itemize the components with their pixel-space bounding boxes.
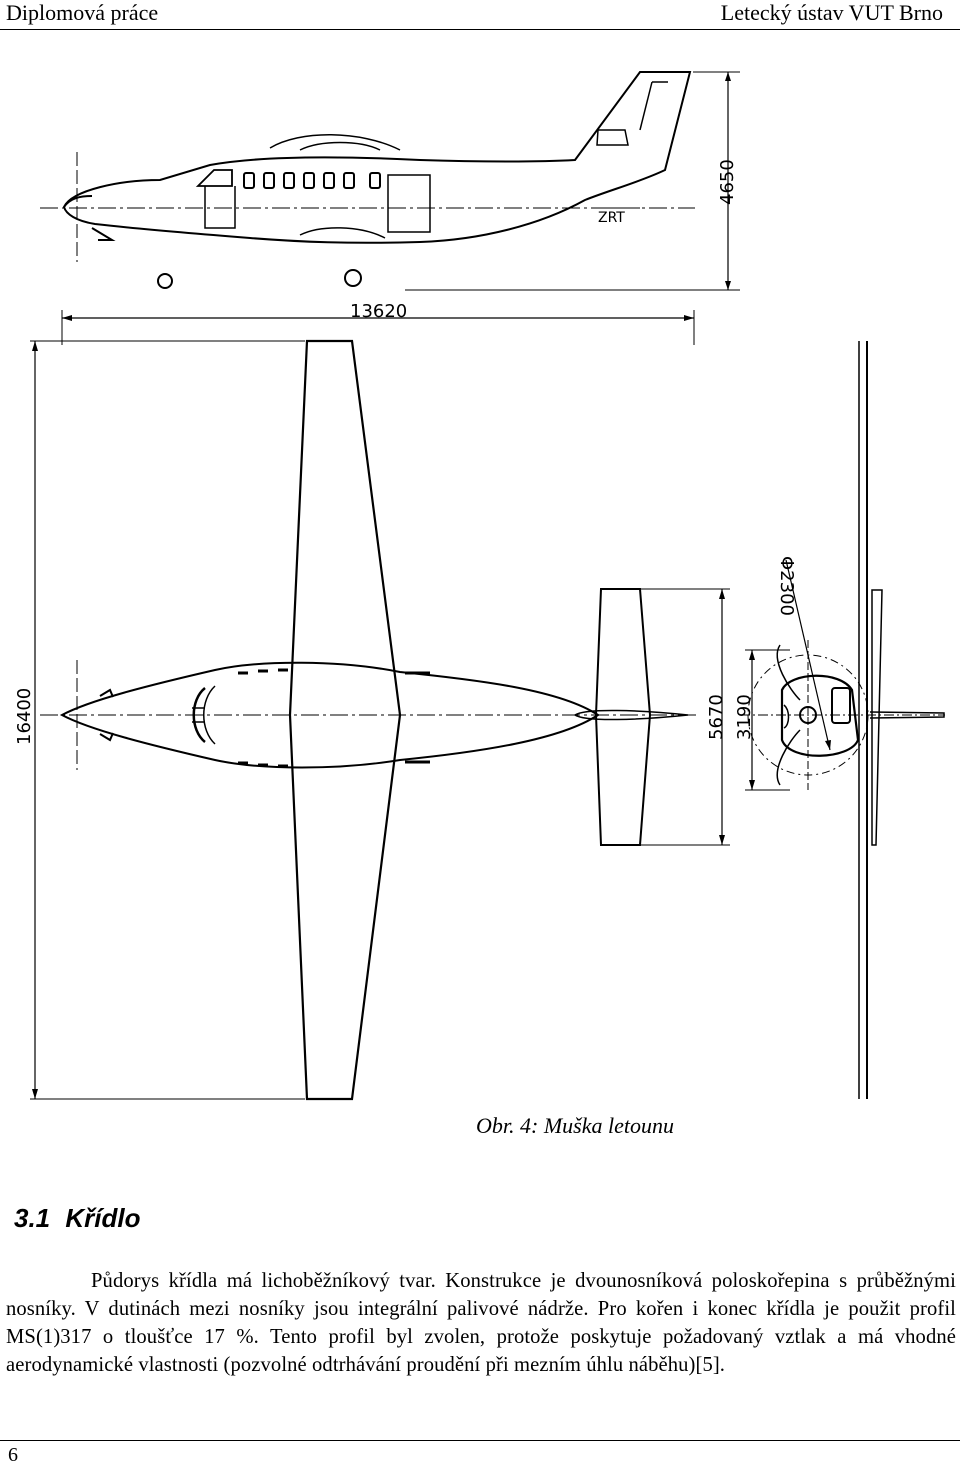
footer-rule — [0, 1440, 960, 1441]
section-heading: 3.1 Křídlo — [14, 1203, 141, 1234]
length-dimension: 13620 — [350, 301, 407, 322]
aircraft-three-view-drawing: ZRT 4650 13620 — [14, 71, 945, 1101]
header-title-left: Diplomová práce — [6, 0, 159, 25]
span-dimension: 16400 — [14, 688, 35, 745]
side-view: ZRT 4650 — [40, 71, 740, 291]
prop-diameter-dimension: Φ2300 — [776, 556, 797, 616]
section-title: Křídlo — [65, 1203, 141, 1233]
section-number: 3.1 — [14, 1203, 51, 1233]
top-wing — [288, 339, 402, 1101]
header-title-right: Letecký ústav VUT Brno — [720, 0, 943, 25]
side-main-wheel — [344, 269, 362, 287]
side-nose-wheel — [157, 273, 173, 289]
header-rule — [0, 29, 960, 30]
page-number: 6 — [8, 1444, 18, 1466]
front-fuselage — [780, 674, 860, 757]
height-dimension: 4650 — [717, 159, 738, 205]
cg-label: ZRT — [598, 210, 625, 226]
top-view: 16400 5670 3190 — [14, 339, 790, 1101]
front-view: Φ2300 — [740, 341, 945, 1099]
figure-caption: Obr. 4: Muška letounu — [476, 1113, 674, 1138]
tail-span-dimension: 5670 — [706, 694, 727, 740]
gear-track-dimension: 3190 — [734, 694, 755, 740]
top-tailplane — [594, 588, 652, 846]
page-header: Diplomová práce Letecký ústav VUT Brno — [0, 0, 960, 30]
length-dimension-line: 13620 — [61, 301, 695, 345]
side-windows — [243, 172, 381, 189]
body-paragraph: Půdorys křídla má lichoběžníkový tvar. K… — [6, 1269, 956, 1377]
side-fuselage — [62, 71, 692, 244]
side-windshield — [195, 169, 233, 187]
